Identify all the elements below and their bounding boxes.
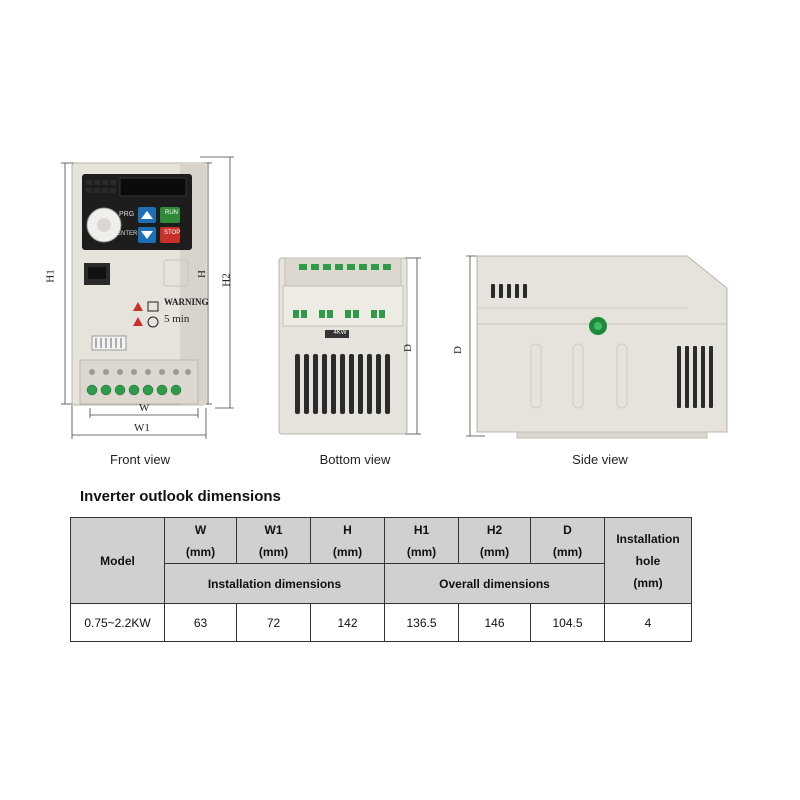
h1-cell: 136.5 bbox=[384, 603, 459, 642]
rating-label: 4KW bbox=[333, 330, 347, 336]
d-dimension-line-bottom bbox=[405, 257, 421, 435]
hole-cell: 4 bbox=[604, 603, 692, 642]
side-view-drawing bbox=[466, 255, 728, 439]
stop-key-label: STOP bbox=[164, 230, 181, 236]
w1-dimension-line bbox=[71, 405, 207, 439]
h1-label: H1 bbox=[44, 269, 57, 283]
bottom-view-caption: Bottom view bbox=[319, 452, 391, 467]
h-label: H bbox=[195, 270, 208, 278]
d-label-side: D bbox=[451, 346, 464, 354]
side-view-caption: Side view bbox=[572, 452, 628, 467]
front-view-drawing bbox=[61, 156, 234, 439]
w-dimension-line bbox=[89, 408, 199, 418]
warning-triangle-icon bbox=[133, 317, 143, 326]
section-title: Inverter outlook dimensions bbox=[80, 488, 281, 505]
stop-key bbox=[160, 227, 180, 243]
h2-cell: 146 bbox=[458, 603, 531, 642]
d-cell: 104.5 bbox=[530, 603, 605, 642]
h2-dimension-line bbox=[200, 156, 234, 409]
installation-dimensions-header: Installation dimensions bbox=[164, 563, 385, 604]
front-view-caption: Front view bbox=[110, 452, 170, 467]
wait-time-label: 5 min bbox=[164, 313, 190, 325]
timer-icon bbox=[147, 316, 159, 328]
h2-label: H2 bbox=[220, 273, 233, 287]
side-vent-grille bbox=[677, 346, 713, 408]
w-header: W(mm) bbox=[164, 517, 237, 564]
h-cell: 142 bbox=[310, 603, 385, 642]
w-label: W bbox=[139, 402, 150, 414]
h1-header: H1(mm) bbox=[384, 517, 459, 564]
prg-key-label: PRG bbox=[119, 211, 135, 218]
d-label-bottom: D bbox=[401, 344, 414, 352]
table-row: 0.75~2.2KW 63 72 142 136.5 146 104.5 4 bbox=[70, 603, 692, 642]
power-terminal-block bbox=[79, 359, 199, 405]
dimensions-table: Model W(mm) W1(mm) H(mm) H1(mm) H2(mm) D… bbox=[70, 517, 692, 642]
enter-key-label: ENTER bbox=[117, 231, 138, 237]
warning-triangle-icon bbox=[133, 302, 143, 311]
run-key-label: RUN bbox=[165, 210, 178, 216]
rating-label-plate bbox=[325, 330, 349, 338]
h-header: H(mm) bbox=[310, 517, 385, 564]
warning-label: WARNING bbox=[164, 297, 209, 307]
w1-label: W1 bbox=[134, 422, 150, 434]
w1-cell: 72 bbox=[236, 603, 311, 642]
installation-hole-header: Installation hole (mm) bbox=[604, 517, 692, 604]
h2-header: H2(mm) bbox=[458, 517, 531, 564]
run-key bbox=[160, 207, 180, 223]
w1-header: W1(mm) bbox=[236, 517, 311, 564]
bottom-vent-grille bbox=[295, 354, 390, 414]
model-header: Model bbox=[70, 517, 165, 604]
d-header: D(mm) bbox=[530, 517, 605, 564]
bottom-view-drawing bbox=[278, 257, 421, 435]
model-cell: 0.75~2.2KW bbox=[70, 603, 165, 642]
side-housing bbox=[476, 255, 728, 433]
overall-dimensions-header: Overall dimensions bbox=[384, 563, 605, 604]
w-cell: 63 bbox=[164, 603, 237, 642]
led-display bbox=[119, 177, 187, 197]
manual-icon bbox=[147, 301, 159, 312]
